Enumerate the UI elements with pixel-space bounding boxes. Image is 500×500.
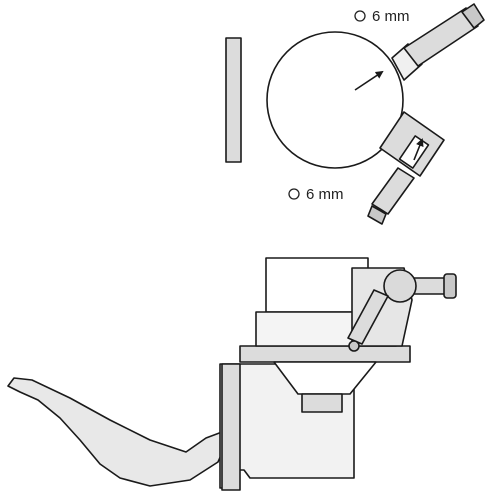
pump-body-circle bbox=[266, 31, 404, 169]
flow-arrow-outlet bbox=[354, 70, 384, 91]
side-inlet-pipe bbox=[347, 289, 389, 345]
cone-section bbox=[273, 361, 377, 395]
diaphragm-flange bbox=[239, 345, 411, 363]
housing-flange bbox=[221, 363, 241, 491]
side-view bbox=[7, 257, 457, 491]
side-inlet-end bbox=[348, 340, 360, 352]
cone-nut bbox=[301, 393, 343, 413]
side-outlet-fitting bbox=[383, 269, 457, 303]
diameter-symbol-top bbox=[354, 10, 366, 22]
gasket-strip bbox=[225, 37, 242, 163]
annotation-top-text: 6 mm bbox=[372, 8, 410, 25]
annotation-bottom: 6 mm bbox=[288, 186, 344, 203]
diameter-symbol-bottom bbox=[288, 188, 300, 200]
flow-arrow-inlet bbox=[413, 138, 424, 161]
outlet-nozzle bbox=[391, 3, 485, 81]
inlet-nozzle bbox=[367, 167, 415, 225]
lever-arm bbox=[7, 377, 227, 487]
annotation-bottom-text: 6 mm bbox=[306, 186, 344, 203]
top-view: 6 mm 6 mm bbox=[225, 3, 485, 225]
annotation-top: 6 mm bbox=[354, 8, 410, 25]
